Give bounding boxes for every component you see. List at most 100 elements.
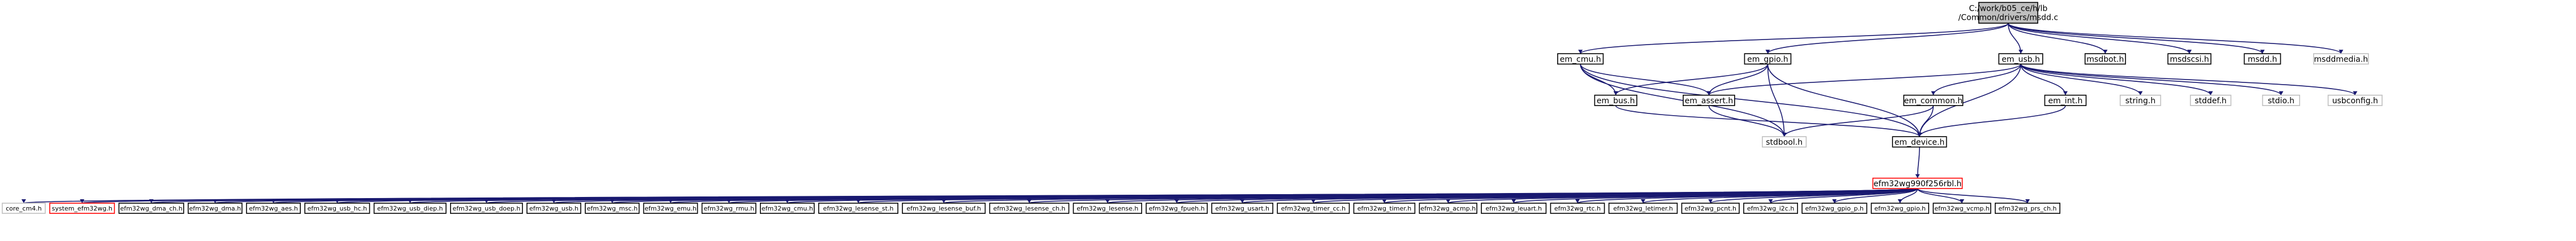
node-em-bus-h[interactable]: em_bus.h (1594, 94, 1637, 106)
root-label-line2: /Common/drivers/msdd.c (1959, 13, 2059, 22)
node-msdbot-h[interactable]: msdbot.h (2084, 53, 2127, 65)
node-box (1870, 203, 1930, 214)
edge-arrowhead (1768, 199, 1773, 203)
edge-em_gpio_h-em_device_h (1767, 64, 1920, 137)
node-bottom-1[interactable]: system_efm32wg.h (49, 203, 115, 214)
node-label: efm32wg_vcmp.h (1934, 205, 1990, 212)
node-bottom-14[interactable]: efm32wg_lesense_buf.h (902, 203, 986, 214)
node-bottom-13[interactable]: efm32wg_lesense_st.h (818, 203, 898, 214)
node-bottom-6[interactable]: efm32wg_usb_diep.h (373, 203, 447, 214)
edge-arrowhead (1832, 199, 1837, 203)
node-label: stdio.h (2268, 97, 2294, 106)
node-bottom-3[interactable]: efm32wg_dma.h (187, 203, 243, 214)
node-bottom-26[interactable]: efm32wg_i2c.h (1743, 203, 1798, 214)
edge-arrowhead (727, 199, 732, 203)
node-msdscsi-h[interactable]: msdscsi.h (2167, 53, 2212, 65)
node-root[interactable]: C:/work/b05_ce/h/lb/Common/drivers/msdd.… (1959, 2, 2059, 24)
node-box (2190, 94, 2232, 106)
node-label: em_usb.h (2002, 55, 2040, 64)
edge-arrowhead (2019, 50, 2024, 54)
node-bottom-11[interactable]: efm32wg_rmu.h (701, 203, 757, 214)
node-bottom-25[interactable]: efm32wg_pcnt.h (1681, 203, 1740, 214)
edge-arrowhead (2063, 91, 2068, 95)
edge-arrowhead (1931, 91, 1936, 95)
node-em-cmu-h[interactable]: em_cmu.h (1557, 53, 1604, 65)
node-msdd-h[interactable]: msdd.h (2244, 53, 2281, 65)
node-em-common-h[interactable]: em_common.h (1903, 94, 1964, 106)
node-bottom-19[interactable]: efm32wg_timer_cc.h (1277, 203, 1350, 214)
node-usbconfig-h[interactable]: usbconfig.h (2327, 94, 2383, 106)
node-bottom-7[interactable]: efm32wg_usb_doep.h (449, 203, 523, 214)
node-em-usb-h[interactable]: em_usb.h (1998, 53, 2043, 65)
node-string-h[interactable]: string.h (2120, 94, 2162, 106)
node-label: efm32wg_usb.h (529, 205, 578, 212)
edge-root-em_gpio_h (1767, 23, 2009, 54)
node-efm32wg[interactable]: efm32wg990f256rbl.h (1872, 177, 1963, 189)
node-em-device-h[interactable]: em_device.h (1892, 136, 1947, 148)
node-bottom-17[interactable]: efm32wg_fpueh.h (1146, 203, 1208, 214)
node-box (1978, 2, 2038, 24)
edge-arrowhead (1105, 199, 1110, 203)
node-label: efm32wg_timer.h (1358, 205, 1412, 212)
node-bottom-5[interactable]: efm32wg_usb_hc.h (304, 203, 370, 214)
node-bottom-30[interactable]: efm32wg_prs_ch.h (1995, 203, 2061, 214)
node-bottom-28[interactable]: efm32wg_gpio.h (1870, 203, 1930, 214)
node-label: efm32wg_lesense_st.h (823, 205, 894, 212)
node-bottom-24[interactable]: efm32wg_letimer.h (1608, 203, 1678, 214)
node-label: usbconfig.h (2332, 97, 2378, 106)
node-bottom-18[interactable]: efm32wg_usart.h (1211, 203, 1273, 214)
node-em-int-h[interactable]: em_int.h (2044, 94, 2087, 106)
root-label-line1: C:/work/b05_ce/h/lb (1969, 4, 2047, 13)
node-bottom-22[interactable]: efm32wg_leuart.h (1481, 203, 1547, 214)
node-stdbool-h[interactable]: stdbool.h (1762, 136, 1807, 148)
node-label: efm32wg_prs_ch.h (1998, 205, 2056, 212)
node-label: efm32wg_lesense.h (1077, 205, 1138, 212)
node-box (1872, 177, 1963, 189)
node-bottom-20[interactable]: efm32wg_timer.h (1353, 203, 1416, 214)
edge-arrowhead (551, 199, 556, 203)
node-em-assert-h[interactable]: em_assert.h (1683, 94, 1735, 106)
edge-arrowhead (610, 199, 615, 203)
node-em-gpio-h[interactable]: em_gpio.h (1744, 53, 1792, 65)
node-label: em_cmu.h (1560, 55, 1601, 64)
edge-arrowhead (1708, 199, 1713, 203)
node-bottom-21[interactable]: efm32wg_acmp.h (1419, 203, 1477, 214)
edge-arrowhead (408, 199, 413, 203)
edge-root-em_cmu_h (1580, 23, 2009, 54)
node-bottom-23[interactable]: efm32wg_rtc.h (1550, 203, 1605, 214)
node-box (526, 203, 581, 214)
edge-efm32wg-bottom_29 (1917, 188, 1963, 204)
node-box (2044, 94, 2087, 106)
node-bottom-4[interactable]: efm32wg_aes.h (246, 203, 301, 214)
node-bottom-8[interactable]: efm32wg_usb.h (526, 203, 581, 214)
node-box (701, 203, 757, 214)
edge-em_gpio_h-em_assert_h (1708, 64, 1769, 95)
edge-arrowhead (2103, 50, 2108, 54)
node-bottom-16[interactable]: efm32wg_lesense.h (1073, 203, 1143, 214)
node-bottom-10[interactable]: efm32wg_emu.h (643, 203, 698, 214)
node-stddef-h[interactable]: stddef.h (2190, 94, 2232, 106)
node-bottom-15[interactable]: efm32wg_lesense_ch.h (989, 203, 1070, 214)
edge-arrowhead (668, 199, 673, 203)
node-label: msdscsi.h (2170, 55, 2209, 64)
node-bottom-29[interactable]: efm32wg_vcmp.h (1933, 203, 1991, 214)
node-stdio-h[interactable]: stdio.h (2262, 94, 2301, 106)
node-box (1681, 203, 1740, 214)
node-bottom-9[interactable]: efm32wg_msc.h (585, 203, 640, 214)
node-bottom-27[interactable]: efm32wg_gpio_p.h (1801, 203, 1868, 214)
edge-arrowhead (1960, 199, 1964, 203)
edge-arrowhead (2260, 50, 2265, 54)
edge-arrowhead (941, 199, 946, 203)
node-bottom-2[interactable]: efm32wg_dma_ch.h (118, 203, 184, 214)
edge-arrowhead (2025, 199, 2030, 203)
edge-em_usb_h-usbconfig_h (2020, 63, 2356, 96)
node-msddmedia-h[interactable]: msddmedia.h (2313, 53, 2369, 65)
node-box (1801, 203, 1868, 214)
node-bottom-0[interactable]: core_cm4.h (2, 203, 46, 214)
node-box (1903, 94, 1964, 106)
node-box (585, 203, 640, 214)
node-label: string.h (2125, 97, 2156, 106)
node-label: system_efm32wg.h (52, 205, 113, 212)
node-bottom-12[interactable]: efm32wg_cmu.h (760, 203, 815, 214)
